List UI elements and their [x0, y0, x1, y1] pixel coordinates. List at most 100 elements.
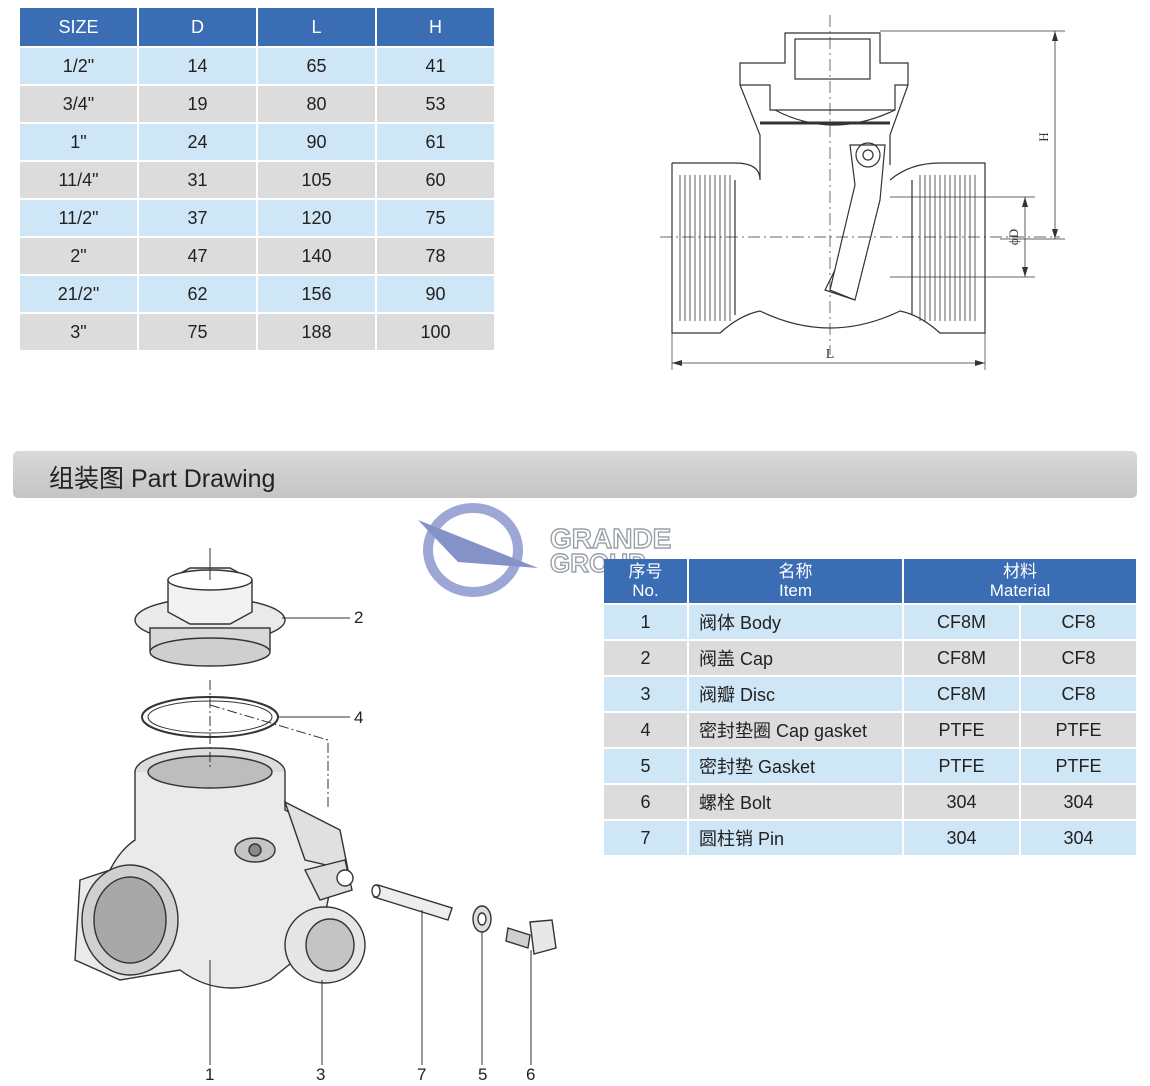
cap-part: [134, 567, 286, 667]
bolt-part: [505, 919, 557, 955]
size-cell: 2": [20, 238, 137, 274]
l-cell: 105: [258, 162, 375, 198]
body-part: [74, 747, 349, 989]
table-row: 6 螺栓 Bolt 304 304: [604, 785, 1136, 819]
part-material-2: CF8: [1021, 677, 1136, 711]
d-cell: 31: [139, 162, 256, 198]
d-cell: 75: [139, 314, 256, 350]
header-d: D: [139, 8, 256, 46]
part-no: 2: [604, 641, 687, 675]
dimension-d-label: ϕD: [1006, 229, 1021, 245]
d-cell: 37: [139, 200, 256, 236]
callout-7: 7: [417, 1065, 427, 1084]
header-material: 材料 Material: [904, 559, 1136, 603]
part-material-1: CF8M: [904, 641, 1019, 675]
part-no: 5: [604, 749, 687, 783]
part-no: 4: [604, 713, 687, 747]
part-item: 圆柱销 Pin: [689, 821, 902, 855]
logo-text-line1: GRANDE: [550, 523, 671, 554]
table-row: 1 阀体 Body CF8M CF8: [604, 605, 1136, 639]
part-material-1: CF8M: [904, 605, 1019, 639]
h-cell: 41: [377, 48, 494, 84]
table-row: 3" 75 188 100: [20, 314, 494, 350]
part-no: 7: [604, 821, 687, 855]
dimension-l-label: L: [826, 347, 835, 362]
callout-1: 1: [205, 1065, 215, 1084]
table-row: 7 圆柱销 Pin 304 304: [604, 821, 1136, 855]
table-row: 2 阀盖 Cap CF8M CF8: [604, 641, 1136, 675]
part-item: 螺栓 Bolt: [689, 785, 902, 819]
dimension-h-label: H: [1036, 132, 1051, 141]
header-l: L: [258, 8, 375, 46]
part-no: 6: [604, 785, 687, 819]
callout-4: 4: [354, 708, 364, 727]
h-cell: 60: [377, 162, 494, 198]
size-cell: 1/2": [20, 48, 137, 84]
part-item: 阀瓣 Disc: [689, 677, 902, 711]
part-material-1: 304: [904, 821, 1019, 855]
callout-3: 3: [316, 1065, 326, 1084]
part-no: 1: [604, 605, 687, 639]
part-material-1: PTFE: [904, 713, 1019, 747]
part-material-1: PTFE: [904, 749, 1019, 783]
table-row: 11/4" 31 105 60: [20, 162, 494, 198]
table-row: 2" 47 140 78: [20, 238, 494, 274]
h-cell: 78: [377, 238, 494, 274]
part-material-2: 304: [1021, 785, 1136, 819]
header-material-en: Material: [989, 581, 1051, 600]
size-cell: 1": [20, 124, 137, 160]
valve-cross-section-drawing: H ϕD L: [660, 15, 1065, 370]
table-row: 1" 24 90 61: [20, 124, 494, 160]
l-cell: 156: [258, 276, 375, 312]
parts-table-header: 序号 No. 名称 Item 材料 Material: [604, 559, 1136, 603]
l-cell: 140: [258, 238, 375, 274]
table-row: 3 阀瓣 Disc CF8M CF8: [604, 677, 1136, 711]
callout-6: 6: [526, 1065, 536, 1084]
size-table: SIZE D L H 1/2" 14 65 41 3/4" 19 80 53 1…: [18, 6, 496, 352]
h-cell: 61: [377, 124, 494, 160]
section-header-part-drawing: 组装图 Part Drawing: [13, 451, 1137, 498]
part-item: 密封垫圈 Cap gasket: [689, 713, 902, 747]
part-item: 阀体 Body: [689, 605, 902, 639]
table-row: 1/2" 14 65 41: [20, 48, 494, 84]
size-cell: 11/4": [20, 162, 137, 198]
d-cell: 47: [139, 238, 256, 274]
header-no: 序号 No.: [604, 559, 687, 603]
header-item-en: Item: [778, 581, 813, 600]
grande-group-logo: GRANDE GROUP: [418, 503, 672, 597]
pin-part: [371, 884, 453, 921]
table-row: 4 密封垫圈 Cap gasket PTFE PTFE: [604, 713, 1136, 747]
part-material-2: PTFE: [1021, 713, 1136, 747]
size-cell: 21/2": [20, 276, 137, 312]
parts-table: 序号 No. 名称 Item 材料 Material 1 阀体 Body CF8…: [602, 557, 1138, 857]
part-material-1: CF8M: [904, 677, 1019, 711]
section-title: 组装图 Part Drawing: [49, 465, 276, 493]
l-cell: 188: [258, 314, 375, 350]
size-table-header: SIZE D L H: [20, 8, 494, 46]
size-cell: 3": [20, 314, 137, 350]
disc-part: [284, 859, 366, 984]
h-cell: 90: [377, 276, 494, 312]
table-row: 21/2" 62 156 90: [20, 276, 494, 312]
l-cell: 65: [258, 48, 375, 84]
part-material-2: PTFE: [1021, 749, 1136, 783]
part-no: 3: [604, 677, 687, 711]
l-cell: 90: [258, 124, 375, 160]
size-cell: 11/2": [20, 200, 137, 236]
part-material-2: 304: [1021, 821, 1136, 855]
l-cell: 120: [258, 200, 375, 236]
header-no-cn: 序号: [628, 562, 663, 581]
h-cell: 53: [377, 86, 494, 122]
gasket-part: [472, 905, 492, 933]
header-material-cn: 材料: [1003, 562, 1037, 581]
table-row: 11/2" 37 120 75: [20, 200, 494, 236]
d-cell: 24: [139, 124, 256, 160]
exploded-part-drawing: [74, 548, 557, 1065]
h-cell: 75: [377, 200, 494, 236]
table-row: 5 密封垫 Gasket PTFE PTFE: [604, 749, 1136, 783]
part-item: 阀盖 Cap: [689, 641, 902, 675]
header-no-en: No.: [632, 581, 659, 600]
part-material-1: 304: [904, 785, 1019, 819]
d-cell: 62: [139, 276, 256, 312]
table-row: 3/4" 19 80 53: [20, 86, 494, 122]
